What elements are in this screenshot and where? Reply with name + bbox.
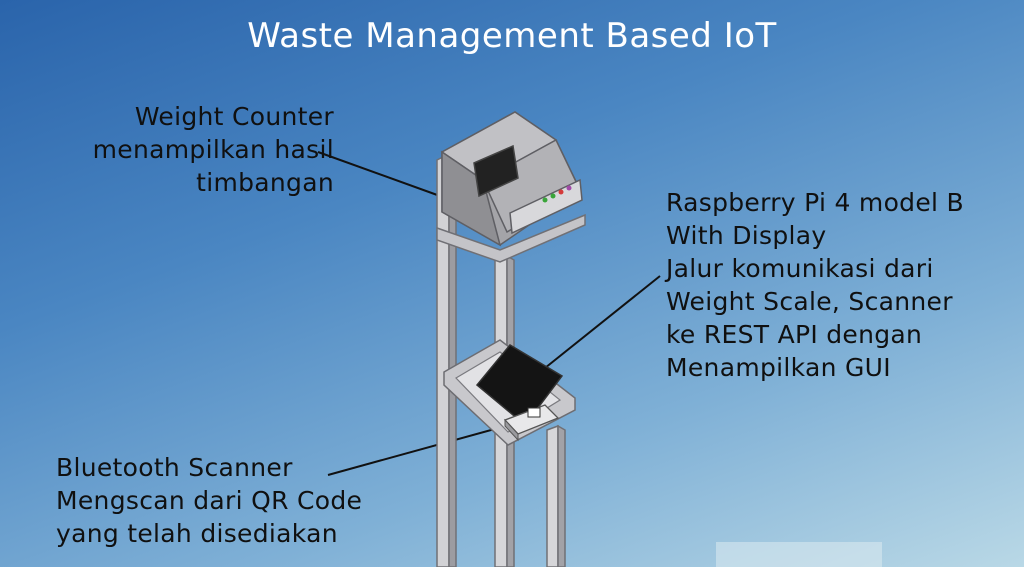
raspberry-pi-display <box>475 344 564 427</box>
bluetooth-scanner-label: Bluetooth Scanner Mengscan dari QR Code … <box>56 453 363 548</box>
bluetooth-scanner <box>503 404 560 442</box>
weight-counter-housing <box>440 111 583 247</box>
weight-counter-label: Weight Counter menampilkan hasil timbang… <box>92 102 334 197</box>
weight-counter-screen <box>473 144 519 198</box>
leader-line-raspberry-pi <box>544 275 661 369</box>
corner-panel <box>716 542 882 567</box>
page-title: Waste Management Based IoT <box>247 16 777 56</box>
leader-line-weight-counter <box>317 151 441 197</box>
raspberry-pi-label: Raspberry Pi 4 model B With Display Jalu… <box>666 188 964 382</box>
leader-line-scanner <box>327 421 521 476</box>
